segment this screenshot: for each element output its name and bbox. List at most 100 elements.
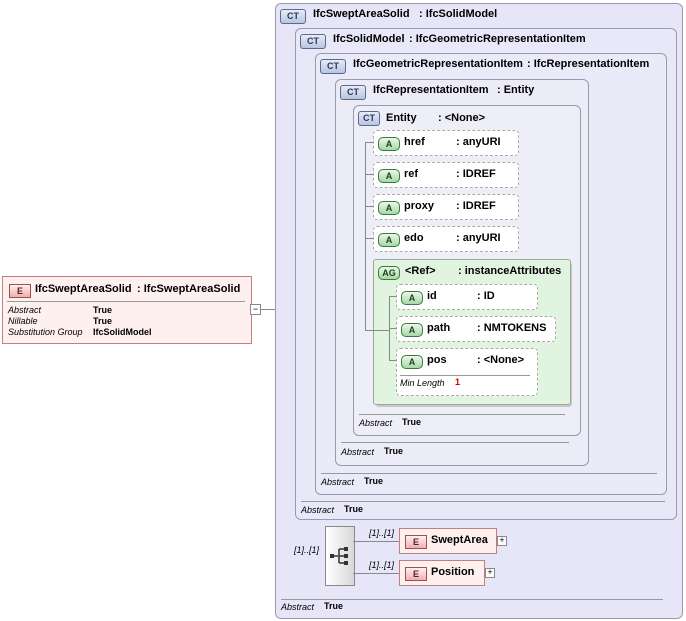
- attribute-icon: A: [378, 201, 400, 215]
- element-badge: E: [405, 567, 427, 581]
- ct-divider: [359, 414, 565, 415]
- root-prop-nillable-key: Nillable: [8, 316, 38, 326]
- attribute-type: : ID: [477, 290, 495, 302]
- ag-connector: [389, 328, 397, 329]
- attribute-icon: A: [378, 169, 400, 183]
- ct-type: : IfcSolidModel: [419, 8, 498, 20]
- attr-connector: [365, 174, 375, 175]
- attr-connector: [365, 206, 375, 207]
- attribute-icon: A: [378, 137, 400, 151]
- attribute-id[interactable]: A id : ID: [396, 284, 538, 310]
- attribute-path[interactable]: A path : NMTOKENS: [396, 316, 556, 342]
- ct-abstract-label: Abstract: [321, 477, 355, 487]
- attribute-group-icon: AG: [378, 266, 400, 280]
- attribute-edo[interactable]: A edo : anyURI: [373, 226, 519, 252]
- ct-name: IfcRepresentationItem: [373, 84, 489, 96]
- ct-type: : IfcGeometricRepresentationItem: [409, 33, 586, 45]
- ct-type: : Entity: [497, 84, 535, 96]
- facet-label: Min Length: [400, 378, 445, 388]
- ct-divider: [301, 501, 665, 502]
- connector-root: [251, 309, 285, 310]
- element-name: SweptArea: [431, 534, 488, 546]
- ct-divider: [341, 442, 569, 443]
- ct-divider: [321, 473, 657, 474]
- root-prop-subst-key: Substitution Group: [8, 327, 83, 337]
- ct-abstract-value: True: [402, 417, 422, 427]
- ag-connector: [389, 360, 397, 361]
- element-position[interactable]: E Position: [399, 560, 485, 586]
- collapse-button[interactable]: −: [250, 304, 261, 315]
- seq-connector: [353, 573, 399, 574]
- sequence-multiplicity: [1]..[1]: [294, 545, 320, 555]
- ct-name: IfcSolidModel: [333, 33, 405, 45]
- ag-connector-link: [365, 330, 389, 331]
- attribute-name: edo: [404, 232, 424, 244]
- ct-name: IfcSweptAreaSolid: [313, 8, 410, 20]
- root-prop-nillable-value: True: [93, 316, 113, 326]
- root-prop-abstract-key: Abstract: [8, 305, 42, 315]
- sequence-compositor[interactable]: [325, 526, 355, 586]
- ct-abstract-value: True: [384, 446, 404, 456]
- attribute-icon: A: [401, 355, 423, 369]
- ct-badge-icon: CT: [340, 85, 366, 100]
- attribute-type: : anyURI: [456, 136, 501, 148]
- root-element-name: IfcSweptAreaSolid: [35, 283, 132, 295]
- root-element-divider: [7, 301, 245, 302]
- seq-connector: [353, 541, 399, 542]
- element-sweptarea[interactable]: E SweptArea: [399, 528, 497, 554]
- ct-divider: [281, 599, 663, 600]
- attribute-icon: A: [401, 323, 423, 337]
- ct-abstract-label: Abstract: [359, 418, 393, 428]
- attribute-name: href: [404, 136, 425, 148]
- attribute-type: : NMTOKENS: [477, 322, 547, 334]
- root-prop-abstract-value: True: [93, 305, 113, 315]
- attribute-name: path: [427, 322, 451, 334]
- element-badge: E: [405, 535, 427, 549]
- attribute-group-name: <Ref>: [405, 265, 436, 277]
- facet-value: 1: [455, 377, 461, 387]
- attribute-type: : anyURI: [456, 232, 501, 244]
- ct-type: : <None>: [438, 112, 486, 124]
- attribute-name: proxy: [404, 200, 434, 212]
- attribute-type: : <None>: [477, 354, 525, 366]
- ct-abstract-label: Abstract: [281, 602, 315, 612]
- attribute-href[interactable]: A href : anyURI: [373, 130, 519, 156]
- ct-type: : IfcRepresentationItem: [527, 58, 650, 70]
- element-name: Position: [431, 566, 475, 578]
- ct-name: Entity: [386, 112, 417, 124]
- attribute-type: : IDREF: [456, 200, 496, 212]
- ct-name: IfcGeometricRepresentationItem: [353, 58, 523, 70]
- root-prop-subst-value: IfcSolidModel: [93, 327, 152, 337]
- ct-badge-icon: CT: [320, 59, 346, 74]
- attribute-name: pos: [427, 354, 447, 366]
- attribute-ref[interactable]: A ref : IDREF: [373, 162, 519, 188]
- facet-divider: [400, 375, 530, 376]
- attr-connector: [365, 142, 375, 143]
- position-multiplicity: [1]..[1]: [369, 560, 395, 570]
- element-badge: E: [9, 284, 31, 298]
- attribute-name: ref: [404, 168, 419, 180]
- attribute-proxy[interactable]: A proxy : IDREF: [373, 194, 519, 220]
- ct-abstract-label: Abstract: [301, 505, 335, 515]
- root-element-type: : IfcSweptAreaSolid: [137, 283, 241, 295]
- ct-badge-icon: CT: [358, 111, 380, 126]
- ct-badge-icon: CT: [280, 9, 306, 24]
- attribute-group-type: : instanceAttributes: [458, 265, 562, 277]
- ct-abstract-value: True: [364, 476, 384, 486]
- root-element-box[interactable]: E IfcSweptAreaSolid : IfcSweptAreaSolid …: [2, 276, 252, 344]
- ag-connector: [389, 296, 397, 297]
- ct-badge-icon: CT: [300, 34, 326, 49]
- ct-abstract-value: True: [324, 601, 344, 611]
- attribute-icon: A: [378, 233, 400, 247]
- attribute-icon: A: [401, 291, 423, 305]
- expand-button[interactable]: +: [485, 568, 495, 578]
- attribute-type: : IDREF: [456, 168, 496, 180]
- expand-button[interactable]: +: [497, 536, 507, 546]
- attribute-name: id: [427, 290, 437, 302]
- sweptarea-multiplicity: [1]..[1]: [369, 528, 395, 538]
- attr-connector-trunk: [365, 142, 366, 330]
- sequence-icon: [330, 547, 348, 565]
- attribute-pos[interactable]: A pos : <None> Min Length 1: [396, 348, 538, 396]
- ct-abstract-label: Abstract: [341, 447, 375, 457]
- ct-abstract-value: True: [344, 504, 364, 514]
